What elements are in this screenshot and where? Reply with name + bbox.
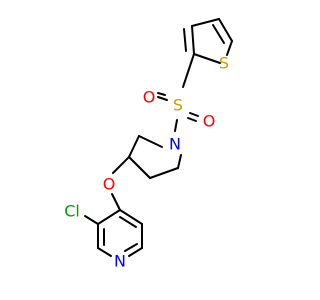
bond (183, 28, 187, 52)
bond (149, 167, 179, 179)
atom-label-s-sulfonyl: S (173, 96, 183, 115)
atom-label-n-pyrrolidine: N (169, 135, 181, 154)
bond (119, 216, 137, 228)
bond (182, 53, 195, 88)
bond (212, 24, 225, 44)
bond (174, 119, 178, 132)
bond (218, 18, 233, 42)
bond (187, 117, 197, 122)
bond (226, 40, 233, 56)
thiophene-ring (183, 18, 233, 64)
atom-label-o-sulfonyl-2: O (203, 112, 216, 131)
sulfonyl-group (157, 92, 199, 132)
bond (84, 215, 99, 225)
bond (193, 53, 221, 64)
atom-label-o-sulfonyl-1: O (143, 88, 156, 107)
bond (119, 209, 143, 225)
bond (128, 156, 151, 179)
bond (191, 18, 220, 27)
atom-label-s-thiophene: S (219, 54, 229, 73)
bond (157, 92, 166, 96)
bond (189, 112, 199, 117)
bond (191, 25, 195, 55)
pyrrolidine-ring (128, 135, 182, 179)
bond (138, 135, 163, 148)
bond (112, 156, 130, 174)
bond (97, 209, 121, 225)
atom-label-o-ether: O (103, 175, 116, 194)
bond (124, 243, 138, 252)
bond (157, 96, 168, 101)
atom-label-cl: Cl (64, 202, 80, 221)
bond (111, 193, 121, 211)
bond (128, 135, 140, 158)
pyridine-ring (97, 209, 143, 257)
atom-label-n-pyridine: N (114, 252, 126, 271)
bond (97, 247, 112, 257)
chemical-structure-diagram: S S O O N O Cl N (64, 18, 233, 271)
bond (177, 154, 182, 169)
bond (128, 247, 143, 257)
